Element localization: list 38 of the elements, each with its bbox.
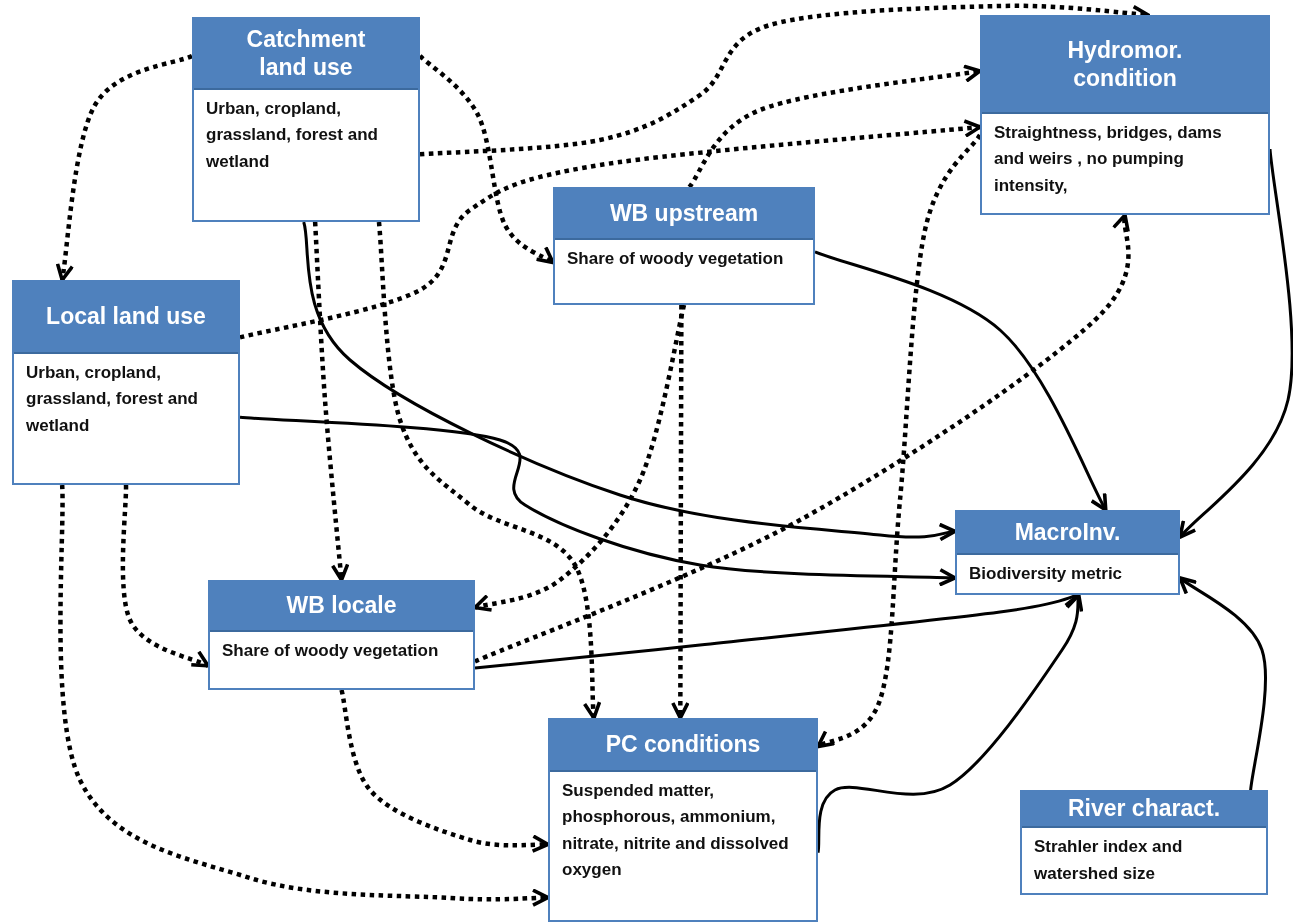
box-heading: WB upstream	[555, 189, 813, 240]
box-heading: WB locale	[210, 582, 473, 632]
box-heading: Catchment land use	[194, 19, 418, 90]
box-heading: River charact.	[1022, 792, 1266, 829]
process-box	[553, 187, 815, 305]
process-box	[208, 580, 475, 690]
box-text: Suspended matter, phosphorous, ammonium, nitrate, nitrite and dissolved oxygen	[561, 780, 790, 882]
process-box	[1020, 790, 1268, 895]
box-text: Share of woody vegetation	[221, 640, 440, 662]
arrow	[55, 53, 193, 282]
arrow	[419, 3, 1150, 157]
box-heading: PC conditions	[550, 720, 816, 772]
arrow	[302, 221, 957, 543]
arrow	[671, 305, 690, 720]
process-box	[12, 280, 240, 485]
process-box	[548, 718, 818, 922]
arrow	[376, 221, 602, 720]
box-heading: Hydromor. condition	[982, 17, 1268, 114]
process-box	[955, 510, 1180, 595]
arrow	[474, 213, 1133, 664]
box-text: Strahler index and watershed size	[1033, 836, 1184, 885]
process-box	[192, 17, 420, 222]
arrow	[814, 250, 1108, 512]
arrow	[239, 415, 957, 587]
arrow	[339, 689, 550, 854]
box-heading: Local land use	[14, 282, 238, 354]
arrow	[120, 485, 210, 668]
box-text: Urban, cropland, grassland, forest and wetland	[25, 362, 199, 437]
arrow	[58, 484, 550, 908]
arrow	[239, 119, 982, 340]
arrow	[687, 64, 982, 189]
box-text: Straightness, bridges, dams and weirs , no pumping intensity,	[993, 122, 1223, 197]
arrow	[312, 221, 350, 582]
box-heading: MacroInv.	[957, 512, 1178, 555]
box-text: Urban, cropland, grassland, forest and wetland	[205, 98, 379, 173]
box-text: Biodiversity metric	[968, 562, 1124, 585]
box-text: Share of woody vegetation	[566, 248, 785, 270]
process-box	[980, 15, 1270, 215]
